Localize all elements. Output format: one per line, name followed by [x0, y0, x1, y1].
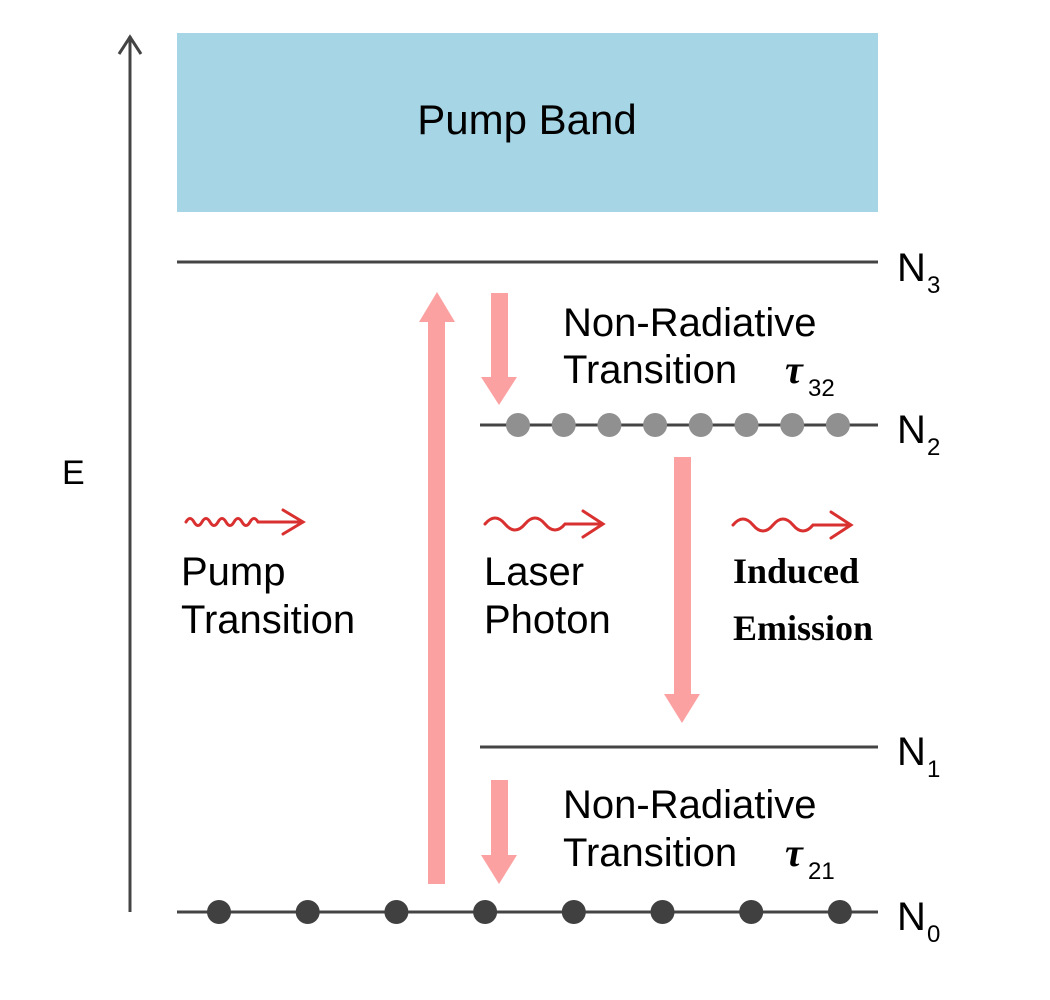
- level-n2-label: N 2: [897, 408, 940, 461]
- n0-particle: [739, 900, 764, 924]
- n0-particle: [827, 900, 852, 924]
- n2-particle: [734, 413, 759, 437]
- level-n3-label: N 3: [897, 246, 940, 299]
- svg-text:Transition: Transition: [563, 831, 737, 875]
- n2-particle: [643, 413, 668, 437]
- nonradiative-32-arrow: [481, 293, 517, 405]
- induced-wave-icon: [731, 510, 854, 540]
- tau-symbol: τ: [785, 830, 804, 875]
- svg-text:N: N: [897, 730, 926, 774]
- svg-text:32: 32: [808, 375, 835, 402]
- pump-wave-icon: [184, 508, 306, 536]
- svg-text:N: N: [897, 408, 926, 452]
- energy-axis: E: [62, 34, 143, 912]
- svg-text:0: 0: [927, 921, 940, 948]
- svg-text:2: 2: [927, 434, 940, 461]
- n0-particle: [384, 900, 409, 924]
- n2-particle: [597, 413, 622, 437]
- level-n0-label: N 0: [897, 895, 940, 948]
- axis-label: E: [62, 454, 85, 492]
- svg-text:Pump: Pump: [181, 550, 286, 594]
- induced-emission-label: Induced Emission: [733, 551, 873, 648]
- induced-emission-arrow: [664, 457, 700, 723]
- n0-particle: [207, 900, 231, 924]
- svg-text:Non-Radiative: Non-Radiative: [563, 783, 816, 827]
- pump-transition-arrow: [419, 292, 455, 884]
- nonradiative-21-label: Non-Radiative Transition τ 21: [563, 783, 835, 885]
- n2-particle: [551, 413, 576, 437]
- svg-text:Emission: Emission: [733, 608, 873, 648]
- svg-text:Laser: Laser: [484, 550, 584, 594]
- svg-text:1: 1: [927, 756, 940, 783]
- n2-particle: [825, 413, 850, 437]
- pump-transition-label: Pump Transition: [181, 550, 355, 642]
- n0-particle: [561, 900, 586, 924]
- axis-arrowhead-icon: [117, 34, 143, 55]
- nonradiative-32-label: Non-Radiative Transition τ 32: [563, 301, 835, 402]
- svg-text:Transition: Transition: [181, 598, 355, 642]
- svg-text:Photon: Photon: [484, 598, 611, 642]
- svg-text:N: N: [897, 246, 926, 290]
- n0-particle: [650, 900, 675, 924]
- svg-text:Induced: Induced: [733, 551, 859, 591]
- svg-text:21: 21: [808, 858, 835, 885]
- svg-text:N: N: [897, 895, 926, 939]
- n2-particle: [688, 413, 713, 437]
- n2-particles: [506, 413, 850, 437]
- n2-particle: [506, 413, 530, 437]
- n0-particle: [295, 900, 320, 924]
- nonradiative-21-arrow: [481, 780, 517, 884]
- svg-text:Non-Radiative: Non-Radiative: [563, 301, 816, 345]
- tau-symbol: τ: [785, 347, 804, 392]
- laser-wave-icon: [483, 509, 606, 539]
- n0-particle: [473, 900, 498, 924]
- n0-particles: [207, 900, 852, 924]
- laser-photon-label: Laser Photon: [484, 550, 611, 642]
- n2-particle: [780, 413, 805, 437]
- pump-band-label: Pump Band: [417, 96, 636, 143]
- pump-band: Pump Band: [177, 33, 878, 212]
- svg-text:3: 3: [927, 272, 940, 299]
- level-n1-label: N 1: [897, 730, 940, 783]
- svg-text:Transition: Transition: [563, 348, 737, 392]
